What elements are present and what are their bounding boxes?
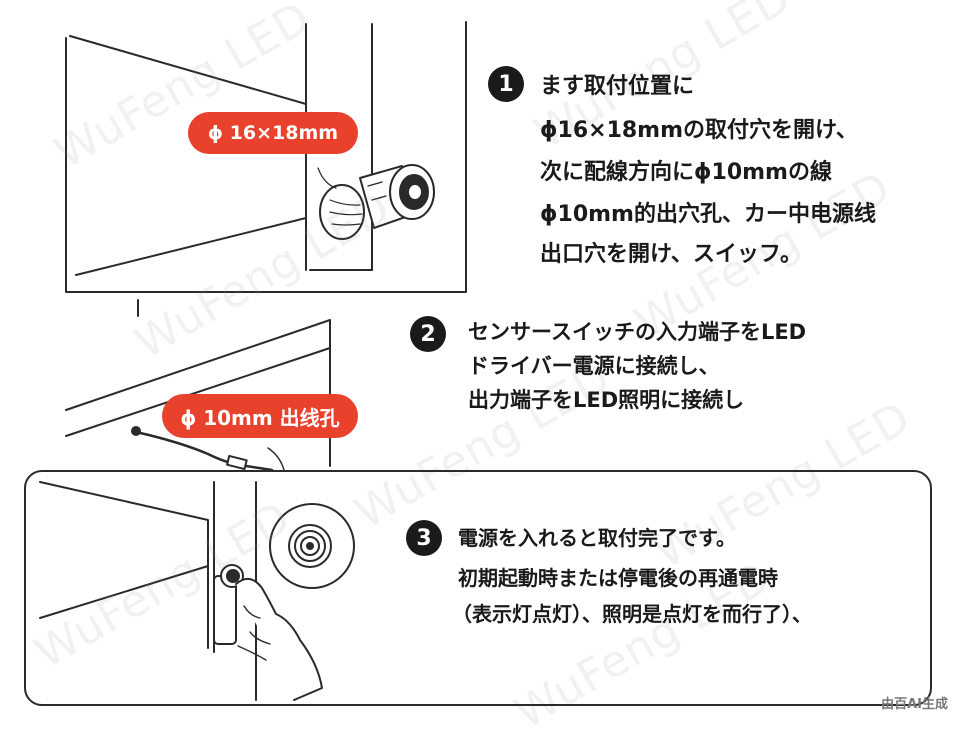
step-3-line-1: 電源を入れると取付完了です。 [458, 526, 736, 550]
step-2-line-2: ドライバー電源に接続し、 [468, 354, 720, 378]
step-1-line-2: ϕ16×18mmの取付穴を開け、 [540, 118, 858, 143]
step-3-panel [24, 470, 932, 706]
step-1-badge: 1 [488, 66, 524, 102]
hole-size-label: ϕ 16×18mm [188, 112, 358, 154]
step-2-line-1: センサースイッチの入力端子をLED [468, 320, 807, 344]
step-1-line-3: 次に配線方向にϕ10mmの線 [540, 160, 832, 185]
step-3-badge: 3 [406, 520, 442, 556]
ai-generated-badge: 由百AI生成 [881, 697, 948, 712]
wire-hole-label: ϕ 10mm 出线孔 [162, 394, 358, 438]
step-3-line-2: 初期起動時または停電後の再通電時 [458, 566, 778, 590]
step-2-badge: 2 [410, 316, 446, 352]
step-1-line-5: 出口穴を開け、スイッフ。 [540, 242, 803, 267]
step-3-line-3: （表示灯点灯）、照明是点灯を而行了）、 [452, 602, 812, 626]
step-1-line-1: ます取付位置に [540, 74, 695, 99]
step-2-line-3: 出力端子をLED照明に接続し [468, 388, 745, 412]
installation-illustration [39, 21, 467, 701]
step-1-line-4: ϕ10mm的出穴孔、カー中电源线 [540, 202, 876, 227]
